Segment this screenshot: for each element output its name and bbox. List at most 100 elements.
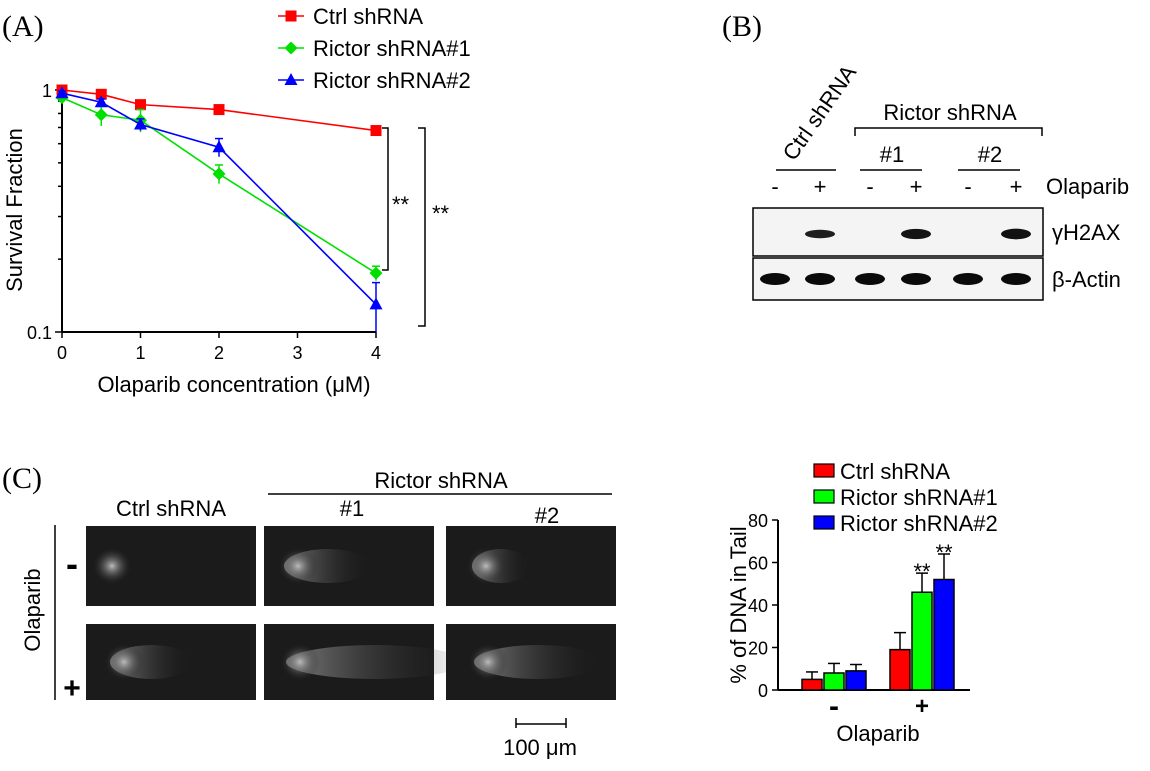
- dna-tail-bars: ****: [801, 540, 955, 691]
- comet-head: [280, 643, 320, 681]
- dna-tail-y-tick-label: 60: [748, 554, 768, 574]
- dna-tail-legend-label: Ctrl shRNA: [840, 459, 950, 484]
- scale-bar-label: 100 μm: [503, 735, 577, 760]
- dna-tail-legend-swatch: [813, 489, 835, 504]
- comet-head: [466, 547, 506, 585]
- blot-row-box: [752, 207, 1044, 257]
- blot-olaparib-label: Olaparib: [1046, 174, 1129, 199]
- survival-x-tick-label: 0: [57, 343, 67, 363]
- scale-bar: [515, 718, 567, 728]
- comet-row-minus: -: [66, 543, 78, 584]
- survival-point: [135, 99, 146, 111]
- survival-x-label: Olaparib concentration (μM): [97, 372, 370, 397]
- dna-tail-bar: [801, 678, 823, 691]
- survival-legend-label: Rictor shRNA#1: [313, 36, 471, 61]
- survival-point: [212, 167, 226, 181]
- comet-col-ctrl: Ctrl shRNA: [116, 496, 226, 521]
- blot-sub-1: #1: [880, 142, 904, 167]
- panel-b-letter: (B): [722, 10, 762, 43]
- blot-sign: -: [771, 174, 778, 199]
- survival-legend-label: Ctrl shRNA: [313, 4, 423, 29]
- blot-band: [901, 273, 931, 285]
- dna-tail-bar: [911, 591, 933, 691]
- blot-treatment-signs: - + - + - +: [771, 174, 1022, 199]
- bracket-2: [418, 127, 426, 327]
- blot-rictor-bracket: [854, 127, 1043, 136]
- dna-tail-y-tick-label: 0: [758, 681, 768, 701]
- comet-head: [104, 643, 144, 681]
- dna-tail-significance: **: [935, 540, 953, 565]
- survival-point: [369, 266, 383, 280]
- survival-point: [213, 104, 225, 116]
- comet-rictor-label: Rictor shRNA: [374, 468, 508, 493]
- blot-sign: +: [1010, 174, 1023, 199]
- comet-head: [92, 547, 132, 585]
- dna-tail-category-label: +: [915, 693, 929, 720]
- significance-star-1: **: [392, 192, 410, 217]
- dna-tail-bar: [823, 672, 845, 691]
- survival-point: [370, 125, 382, 137]
- survival-point: [369, 297, 383, 310]
- survival-legend-label: Rictor shRNA#2: [313, 68, 471, 93]
- blot-band: [805, 273, 835, 285]
- blot-band: [855, 273, 885, 285]
- blot-row-label: γH2AX: [1052, 220, 1121, 245]
- blot-row-label: β-Actin: [1052, 267, 1121, 292]
- survival-legend-marker: [284, 73, 298, 85]
- dna-tail-x-label: Olaparib: [836, 721, 919, 746]
- dna-tail-bar: [845, 670, 867, 691]
- blot-sign: +: [910, 174, 923, 199]
- blot-sub-2: #2: [978, 142, 1002, 167]
- blot-band: [901, 228, 931, 240]
- dna-tail-significance: **: [913, 559, 931, 584]
- survival-y-tick-label: 1: [42, 81, 52, 101]
- dna-tail-y-label: % of DNA in Tail: [726, 526, 751, 683]
- bracket-1: [382, 127, 389, 271]
- panel-c-letter: (C): [2, 462, 42, 495]
- dna-tail-legend-label: Rictor shRNA#1: [840, 485, 998, 510]
- blot-sign: -: [964, 174, 971, 199]
- survival-point: [212, 140, 226, 153]
- blot-band: [1001, 273, 1031, 285]
- survival-x-tick-label: 3: [292, 343, 302, 363]
- blot-row-box: [752, 257, 1044, 301]
- comet-row-plus: +: [63, 672, 81, 705]
- comet-assay: Rictor shRNA Ctrl shRNA #1 #2 Olaparib -…: [20, 468, 616, 760]
- comet-olaparib-label: Olaparib: [20, 568, 45, 651]
- significance-star-2: **: [432, 201, 450, 226]
- comet-head: [468, 643, 508, 681]
- comet-head: [278, 547, 318, 585]
- survival-point: [134, 117, 147, 130]
- blot-rows: γH2AX β-Actin: [752, 207, 1121, 301]
- survival-x-tick-label: 4: [371, 343, 381, 363]
- dna-tail-y-tick-label: 40: [748, 596, 768, 616]
- blot-band: [760, 273, 790, 285]
- blot-band: [953, 273, 983, 285]
- dna-tail-legend-label: Rictor shRNA#2: [840, 511, 998, 536]
- comet-tail: [474, 645, 602, 679]
- blot-band: [805, 229, 835, 239]
- survival-point: [94, 108, 108, 122]
- blot-sign: +: [814, 174, 827, 199]
- survival-x-tick-label: 1: [135, 343, 145, 363]
- survival-legend-marker: [284, 41, 298, 55]
- survival-y-tick-label: 0.1: [27, 323, 52, 343]
- dna-tail-category-label: -: [829, 690, 839, 723]
- dna-tail-y-tick-label: 80: [748, 511, 768, 531]
- blot-band: [1001, 228, 1031, 240]
- survival-legend-marker: [285, 10, 297, 22]
- blot-rictor-label: Rictor shRNA: [883, 100, 1017, 125]
- western-blot: Ctrl shRNA Rictor shRNA #1 #2 - + - + - + Ola…: [752, 60, 1129, 301]
- blot-ctrl-label: Ctrl shRNA: [778, 60, 862, 165]
- survival-series: [55, 84, 383, 332]
- blot-sign: -: [866, 174, 873, 199]
- survival-y-label: Survival Fraction: [2, 128, 27, 292]
- panel-a-letter: (A): [2, 10, 44, 43]
- dna-tail-legend-swatch: [813, 515, 835, 530]
